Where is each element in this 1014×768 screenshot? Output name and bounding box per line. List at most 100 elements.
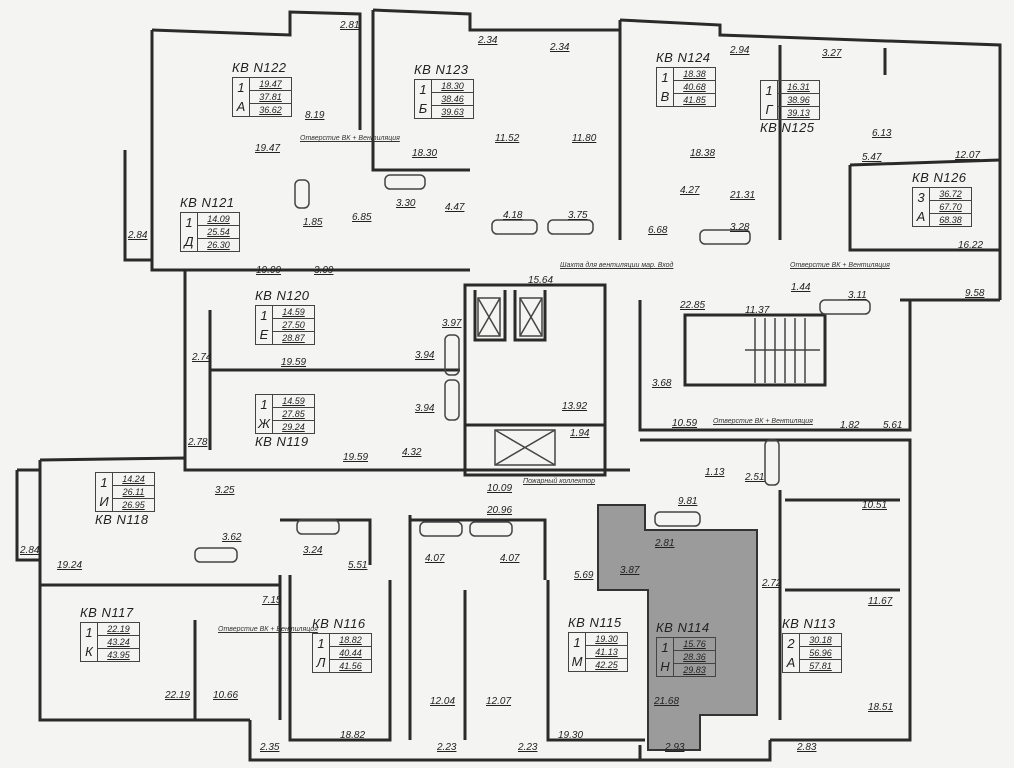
- room-area-label: 4.18: [503, 210, 523, 221]
- room-area-label: 18.38: [690, 148, 716, 159]
- total-area: 26.11: [113, 486, 154, 499]
- room-area-label: 12.04: [430, 696, 456, 707]
- total-area: 43.24: [98, 636, 139, 649]
- apartment-type: Л: [316, 655, 326, 670]
- room-area-label: 19.30: [558, 730, 584, 741]
- room-area-label: 11.52: [495, 133, 520, 144]
- apartment-type: К: [85, 644, 93, 659]
- living-area: 36.72: [930, 188, 971, 201]
- total-area-with-balcony: 42.25: [595, 660, 618, 670]
- room-area-label: 5.47: [862, 152, 882, 163]
- living-area: 19.30: [586, 633, 627, 646]
- room-area-label: 21.68: [654, 696, 680, 707]
- apartment-title: КВ N114: [656, 620, 710, 635]
- plan-note: Отверстие ВК + Вентиляция: [790, 262, 890, 269]
- room-area-label: 13.92: [562, 401, 588, 412]
- apartment-type: А: [236, 99, 246, 114]
- rooms-count: 1: [317, 636, 325, 651]
- apartment-title: КВ N116: [312, 616, 366, 631]
- total-area-with-balcony: 43.95: [107, 650, 130, 660]
- room-area-label: 7.15: [262, 595, 282, 606]
- rooms-count: 3: [917, 190, 925, 205]
- rooms-count: 1: [237, 80, 245, 95]
- highlighted-apartment-114: [597, 504, 758, 751]
- rooms-count: 1: [260, 397, 268, 412]
- apartment-type: Н: [660, 659, 670, 674]
- room-area-label: 1.85: [303, 217, 323, 228]
- total-area-with-balcony: 29.24: [282, 422, 305, 432]
- total-area: 38.46: [432, 93, 473, 106]
- room-area-label: 16.22: [958, 240, 984, 251]
- room-area-label: 21.31: [730, 190, 756, 201]
- room-area-label: 3.62: [222, 532, 242, 543]
- total-area: 38.96: [778, 94, 819, 107]
- room-area-label: 19.47: [255, 143, 281, 154]
- room-area-label: 2.51: [745, 472, 765, 483]
- room-area-label: 4.07: [500, 553, 520, 564]
- total-area: 56.96: [800, 647, 841, 660]
- room-area-label: 3.94: [415, 350, 435, 361]
- total-area: 27.85: [273, 408, 314, 421]
- total-area: 41.13: [586, 646, 627, 659]
- fixtures: [194, 174, 871, 563]
- apartment-type: Е: [259, 327, 269, 342]
- room-area-label: 1.82: [840, 420, 860, 431]
- room-area-label: 1.94: [570, 428, 590, 439]
- room-area-label: 3.25: [215, 485, 235, 496]
- room-area-label: 2.83: [797, 742, 817, 753]
- total-area: 40.44: [330, 647, 371, 660]
- apartment-type: И: [99, 494, 109, 509]
- room-area-label: 22.85: [680, 300, 706, 311]
- living-area: 22.19: [98, 623, 139, 636]
- room-area-label: 4.27: [680, 185, 700, 196]
- room-area-label: 4.32: [402, 447, 422, 458]
- room-area-label: 15.64: [528, 275, 554, 286]
- total-area-with-balcony: 29.83: [683, 665, 706, 675]
- room-area-label: 3.68: [652, 378, 672, 389]
- room-area-label: 12.07: [955, 150, 981, 161]
- rooms-count: 2: [787, 636, 795, 651]
- room-area-label: 2.81: [655, 538, 675, 549]
- apartment-title: КВ N117: [80, 605, 134, 620]
- apartment-type: А: [786, 655, 796, 670]
- total-area: 67.70: [930, 201, 971, 214]
- room-area-label: 20.96: [487, 505, 513, 516]
- room-area-label: 11.37: [745, 305, 770, 316]
- room-area-label: 9.58: [965, 288, 985, 299]
- plan-note: Отверстие ВК + Вентиляция: [218, 626, 318, 633]
- apartment-type: Д: [184, 234, 194, 249]
- room-area-label: 19.24: [57, 560, 83, 571]
- apartment-title: КВ N122: [232, 60, 287, 75]
- room-area-label: 5.51: [348, 560, 368, 571]
- room-area-label: 2.35: [260, 742, 280, 753]
- apartment-type: Г: [765, 102, 773, 117]
- room-area-label: 5.69: [574, 570, 594, 581]
- room-area-label: 3.75: [568, 210, 588, 221]
- staircase: [745, 318, 820, 383]
- total-area: 28.36: [674, 651, 715, 664]
- room-area-label: 1.13: [705, 467, 725, 478]
- room-area-label: 18.51: [868, 702, 894, 713]
- room-area-label: 18.82: [340, 730, 366, 741]
- apartment-title: КВ N125: [760, 120, 815, 135]
- room-area-label: 10.59: [672, 418, 698, 429]
- room-area-label: 12.07: [486, 696, 512, 707]
- total-area-with-balcony: 41.56: [339, 661, 362, 671]
- living-area: 30.18: [800, 634, 841, 647]
- room-area-label: 6.13: [872, 128, 892, 139]
